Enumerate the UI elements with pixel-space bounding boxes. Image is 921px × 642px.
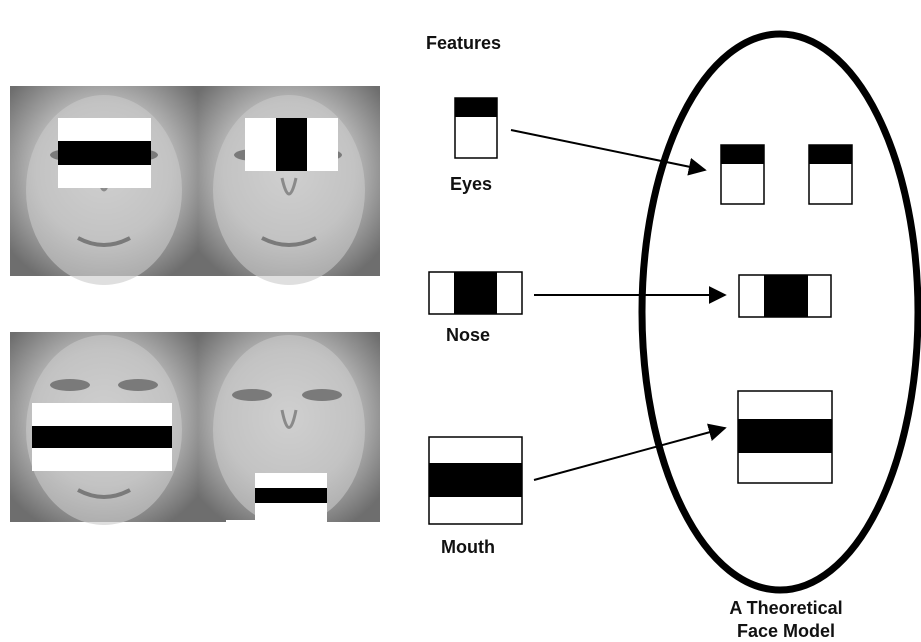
model-caption-line2: Face Model	[736, 621, 836, 641]
haar-eyes-icon	[454, 97, 498, 159]
model-nose	[738, 274, 832, 318]
model-eye-left	[720, 144, 765, 205]
face-model-outline	[638, 30, 921, 594]
haar-nose-icon	[428, 271, 523, 315]
model-caption-line1: A Theoretical	[729, 598, 843, 618]
model-eye-right	[808, 144, 853, 205]
haar-overlay-mouth-small	[226, 473, 327, 534]
arrow-eyes	[510, 129, 707, 176]
feature-label-eyes: Eyes	[450, 174, 493, 194]
haar-overlay-wide-horizontal	[32, 403, 172, 471]
features-heading: Features	[426, 33, 502, 53]
model-mouth	[737, 390, 833, 484]
face-photo-top-right	[198, 86, 380, 285]
haar-overlay-eyes-horizontal	[58, 118, 151, 188]
arrow-mouth	[533, 423, 727, 481]
feature-label-mouth: Mouth	[441, 537, 495, 557]
feature-label-nose: Nose	[446, 325, 491, 345]
haar-overlay-nose-vertical	[245, 118, 338, 171]
haar-mouth-icon	[428, 436, 523, 525]
